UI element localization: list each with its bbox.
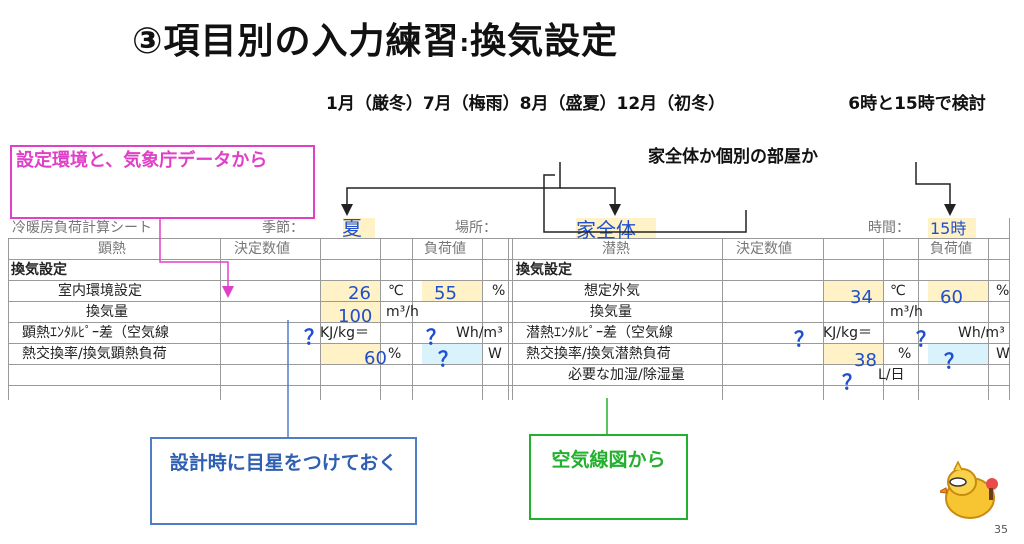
place-label: 場所： bbox=[455, 220, 497, 236]
col-sensible: 顕熱 bbox=[98, 241, 126, 257]
unit-celsius: ℃ bbox=[388, 283, 404, 299]
unit-percent: % bbox=[898, 346, 912, 362]
unit-watt: W bbox=[996, 346, 1010, 362]
chick-mascot-icon bbox=[936, 460, 1006, 524]
col-load-left: 負荷値 bbox=[424, 241, 466, 257]
season-label: 季節： bbox=[262, 220, 304, 236]
unit-celsius: ℃ bbox=[890, 283, 906, 299]
unit-whm3: Wh/m³ bbox=[958, 325, 1005, 341]
time-value[interactable]: 15時 bbox=[930, 219, 967, 238]
months-note: 1月（厳冬）7月（梅雨）8月（盛夏）12月（初冬） bbox=[326, 94, 726, 114]
unknown-marker: ？ bbox=[426, 325, 446, 349]
col-decided-left: 決定数値 bbox=[234, 241, 290, 257]
unknown-marker: ？ bbox=[794, 327, 814, 351]
heat-exchange-rate-value[interactable]: 60 bbox=[364, 348, 387, 369]
right-row-label: 熱交換率/換気潜熱負荷 bbox=[526, 346, 671, 362]
place-value[interactable]: 家全体 bbox=[576, 218, 636, 242]
outdoor-temp-value[interactable]: 34 bbox=[850, 287, 873, 308]
col-decided-right: 決定数値 bbox=[736, 241, 792, 257]
right-row-label: 換気量 bbox=[590, 304, 632, 320]
col-latent: 潜熱 bbox=[602, 241, 630, 257]
title-sub: 換気設定 bbox=[470, 21, 619, 62]
green-callout: 空気線図から bbox=[529, 434, 688, 520]
latent-exchange-rate-value[interactable]: 38 bbox=[854, 350, 877, 371]
left-row-label: 換気量 bbox=[86, 304, 128, 320]
whole-or-room-note: 家全体か個別の部屋か bbox=[648, 147, 818, 167]
unknown-marker: ？ bbox=[438, 347, 458, 371]
sheet-name: 冷暖房負荷計算シート bbox=[12, 220, 152, 236]
unit-liter-day: L/日 bbox=[878, 367, 905, 383]
ventilation-volume-value[interactable]: 100 bbox=[338, 306, 373, 327]
blue-callout: 設計時に目星をつけておく bbox=[150, 437, 417, 525]
season-value[interactable]: 夏 bbox=[342, 218, 362, 240]
right-row-label: 潜熱ｴﾝﾀﾙﾋﾟｰ差（空気線 bbox=[526, 325, 673, 341]
section-ventilation-right: 換気設定 bbox=[516, 262, 572, 278]
unit-percent: % bbox=[388, 346, 402, 362]
slide-title: ③項目別の入力練習:換気設定 bbox=[132, 12, 618, 64]
unit-percent: % bbox=[492, 283, 506, 299]
unit-m3h: m³/h bbox=[386, 304, 419, 320]
unit-kjkg: KJ/kg＝ bbox=[823, 325, 873, 341]
unknown-marker: ？ bbox=[304, 325, 324, 349]
unit-watt: W bbox=[488, 346, 502, 362]
times-note: 6時と15時で検討 bbox=[848, 94, 986, 114]
unknown-marker: ？ bbox=[944, 349, 964, 373]
right-row-label: 想定外気 bbox=[584, 283, 640, 299]
right-row-label: 必要な加湿/除湿量 bbox=[568, 367, 685, 383]
indoor-temp-value[interactable]: 26 bbox=[348, 283, 371, 304]
title-separator: : bbox=[459, 29, 471, 57]
title-main: ③項目別の入力練習 bbox=[132, 21, 460, 62]
unknown-marker: ？ bbox=[916, 327, 936, 351]
section-ventilation-left: 換気設定 bbox=[11, 262, 67, 278]
time-label: 時間： bbox=[868, 220, 910, 236]
outdoor-humidity-value[interactable]: 60 bbox=[940, 287, 963, 308]
left-row-label: 熱交換率/換気顕熱負荷 bbox=[22, 346, 167, 362]
unit-whm3: Wh/m³ bbox=[456, 325, 503, 341]
unknown-marker: ？ bbox=[842, 370, 862, 394]
indoor-humidity-value[interactable]: 55 bbox=[434, 283, 457, 304]
pink-callout: 設定環境と、気象庁データから bbox=[10, 145, 315, 219]
page-number: 35 bbox=[994, 523, 1008, 536]
left-row-label: 室内環境設定 bbox=[58, 283, 142, 299]
left-row-label: 顕熱ｴﾝﾀﾙﾋﾟｰ差（空気線 bbox=[22, 325, 169, 341]
col-load-right: 負荷値 bbox=[930, 241, 972, 257]
unit-percent: % bbox=[996, 283, 1010, 299]
load-calc-sheet: 冷暖房負荷計算シート 季節： 夏 場所： 家全体 時間： 15時 顕熱 決定数値… bbox=[8, 218, 1010, 400]
unit-m3h: m³/h bbox=[890, 304, 923, 320]
unit-kjkg: KJ/kg＝ bbox=[320, 325, 370, 341]
